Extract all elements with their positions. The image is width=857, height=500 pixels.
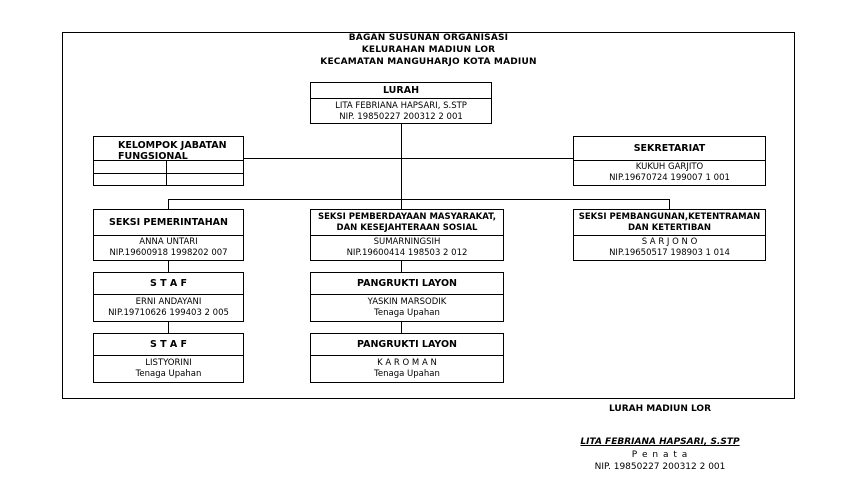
signature-title: LURAH MADIUN LOR (609, 404, 711, 414)
connector-seksi-right-drop (669, 199, 670, 209)
connector-lurah-vertical (401, 124, 402, 199)
staf-1-box: S T A F ERNI ANDAYANI NIP.19710626 19940… (93, 272, 244, 322)
kelompok-jabatan-row (94, 161, 243, 174)
pangrukti-1-box: PANGRUKTI LAYON YASKIN MARSODIK Tenaga U… (310, 272, 504, 322)
seksi-pembangunan-heading-line-2: DAN KETERTIBAN (628, 222, 711, 233)
connector-mid-column-2 (401, 322, 402, 333)
staf-1-heading: S T A F (94, 273, 243, 295)
chart-title-line-3: KECAMATAN MANGUHARJO KOTA MADIUN (320, 57, 537, 67)
pangrukti-2-status: Tenaga Upahan (374, 369, 440, 379)
chart-title-line-1: BAGAN SUSUNAN ORGANISASI (348, 33, 509, 43)
connector-left-column-1 (168, 261, 169, 272)
lurah-name: LITA FEBRIANA HAPSARI, S.STP (335, 101, 467, 111)
pangrukti-1-status: Tenaga Upahan (374, 308, 440, 318)
pangrukti-2-box: PANGRUKTI LAYON K A R O M A N Tenaga Upa… (310, 333, 504, 383)
seksi-pemberdayaan-heading-line-1: SEKSI PEMBERDAYAAN MASYARAKAT, (318, 211, 496, 222)
pangrukti-1-name: YASKIN MARSODIK (367, 297, 447, 307)
seksi-pembangunan-heading-line-1: SEKSI PEMBANGUNAN,KETENTRAMAN (578, 211, 761, 222)
connector-seksi-mid-drop (401, 199, 402, 209)
connector-staff-horizontal (244, 158, 573, 159)
pangrukti-2-heading: PANGRUKTI LAYON (311, 334, 503, 356)
seksi-pemberdayaan-heading-line-2: DAN KESEJAHTERAAN SOSIAL (336, 222, 478, 233)
connector-mid-column-1 (401, 261, 402, 272)
connector-left-column-2 (168, 322, 169, 333)
seksi-pemerintahan-name: ANNA UNTARI (139, 237, 198, 247)
seksi-pemerintahan-heading: SEKSI PEMERINTAHAN (94, 210, 243, 236)
sekretariat-nip: NIP.19670724 199007 1 001 (609, 173, 730, 183)
kelompok-jabatan-divider (166, 161, 167, 186)
staf-1-nip: NIP.19710626 199403 2 005 (108, 308, 229, 318)
staf-2-heading: S T A F (94, 334, 243, 356)
signature-name: LITA FEBRIANA HAPSARI, S.STP (580, 437, 740, 447)
seksi-pemerintahan-nip: NIP.19600918 1998202 007 (109, 248, 228, 258)
lurah-nip: NIP. 19850227 200312 2 001 (339, 112, 463, 122)
kelompok-jabatan-heading: KELOMPOK JABATAN FUNGSIONAL (94, 137, 243, 162)
pangrukti-1-heading: PANGRUKTI LAYON (311, 273, 503, 295)
seksi-pembangunan-box: SEKSI PEMBANGUNAN,KETENTRAMAN DAN KETERT… (573, 209, 766, 261)
kelompok-jabatan-box: KELOMPOK JABATAN FUNGSIONAL (93, 136, 244, 186)
signature-rank: P e n a t a (631, 450, 689, 460)
sekretariat-box: SEKRETARIAT KUKUH GARJITO NIP.19670724 1… (573, 136, 766, 186)
sekretariat-name: KUKUH GARJITO (635, 162, 704, 172)
chart-title-line-2: KELURAHAN MADIUN LOR (361, 45, 496, 55)
lurah-heading: LURAH (311, 83, 491, 99)
staf-2-status: Tenaga Upahan (135, 369, 202, 379)
seksi-pembangunan-name: S A R J O N O (641, 237, 698, 247)
connector-seksi-left-drop (168, 199, 169, 209)
lurah-box: LURAH LITA FEBRIANA HAPSARI, S.STP NIP. … (310, 82, 492, 124)
seksi-pembangunan-nip: NIP.19650517 198903 1 014 (609, 248, 730, 258)
chart-frame (62, 32, 795, 399)
staf-2-box: S T A F LISTYORINI Tenaga Upahan (93, 333, 244, 383)
seksi-pemerintahan-box: SEKSI PEMERINTAHAN ANNA UNTARI NIP.19600… (93, 209, 244, 261)
seksi-pembangunan-heading: SEKSI PEMBANGUNAN,KETENTRAMAN DAN KETERT… (574, 210, 765, 236)
sekretariat-heading: SEKRETARIAT (574, 137, 765, 161)
seksi-pemberdayaan-name: SUMARNINGSIH (373, 237, 441, 247)
staf-1-name: ERNI ANDAYANI (135, 297, 202, 307)
connector-seksi-horizontal (168, 199, 670, 200)
seksi-pemberdayaan-heading: SEKSI PEMBERDAYAAN MASYARAKAT, DAN KESEJ… (311, 210, 503, 236)
staf-2-name: LISTYORINI (145, 358, 192, 368)
seksi-pemberdayaan-nip: NIP.19600414 198503 2 012 (346, 248, 468, 258)
pangrukti-2-name: K A R O M A N (377, 358, 437, 368)
signature-nip: NIP. 19850227 200312 2 001 (594, 462, 726, 472)
seksi-pemberdayaan-box: SEKSI PEMBERDAYAAN MASYARAKAT, DAN KESEJ… (310, 209, 504, 261)
